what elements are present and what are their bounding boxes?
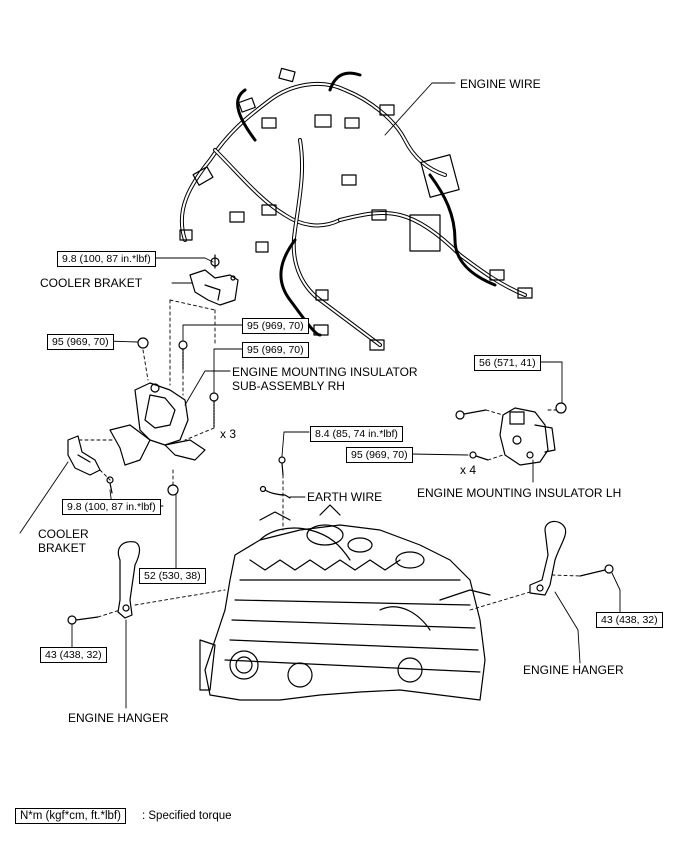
torque-box-95-left: 95 (969, 70) [47, 334, 114, 350]
torque-box-9-8-top: 9.8 (100, 87 in.*lbf) [57, 251, 156, 267]
insulator-lh-label: ENGINE MOUNTING INSULATOR LH [417, 486, 622, 500]
x4-quantity: x 4 [460, 463, 477, 477]
torque-box-95-mid-b: 95 (969, 70) [242, 342, 309, 358]
torque-box-43-right: 43 (438, 32) [596, 612, 663, 628]
bolts [67, 337, 614, 625]
engine-hanger-right-label: ENGINE HANGER [523, 663, 624, 677]
torque-box-95-right: 95 (969, 70) [346, 447, 413, 463]
engine-mounting-insulator-lh [499, 407, 556, 466]
legend-unit-box: N*m (kgf*cm, ft.*lbf) [15, 808, 126, 824]
torque-box-52: 52 (530, 38) [139, 568, 206, 584]
earth-wire [259, 485, 291, 499]
torque-box-8-4: 8.4 (85, 74 in.*lbf) [310, 426, 403, 442]
engine-hanger-left [117, 541, 141, 619]
engine-wire-label: ENGINE WIRE [460, 77, 541, 91]
engine-assembly [199, 504, 491, 701]
engine-hanger-left-label: ENGINE HANGER [68, 711, 169, 725]
insulator-rh-label-line1: ENGINE MOUNTING INSULATOR [232, 365, 418, 379]
cooler-braket-left-label-line1: COOLER [38, 527, 89, 541]
engine-hanger-right [529, 520, 567, 596]
alignment-lines [79, 299, 581, 618]
cooler-braket-top [189, 254, 239, 306]
legend-description: : Specified torque [142, 810, 232, 822]
leader-lines [19, 82, 621, 709]
torque-box-95-mid-a: 95 (969, 70) [242, 318, 309, 334]
engine-wire-harness [179, 67, 533, 351]
engine-mounting-insulator-rh [109, 382, 206, 466]
cooler-braket-left [67, 435, 101, 476]
torque-box-9-8-bottom: 9.8 (100, 87 in.*lbf) [62, 499, 161, 515]
cooler-braket-top-label: COOLER BRAKET [40, 276, 143, 290]
cooler-braket-left-label-line2: BRAKET [38, 541, 87, 555]
torque-box-56: 56 (571, 41) [474, 355, 541, 371]
insulator-rh-label-line2: SUB-ASSEMBLY RH [232, 379, 345, 393]
torque-box-43-left: 43 (438, 32) [40, 647, 107, 663]
x3-quantity: x 3 [220, 427, 237, 441]
earth-wire-label: EARTH WIRE [307, 490, 383, 504]
